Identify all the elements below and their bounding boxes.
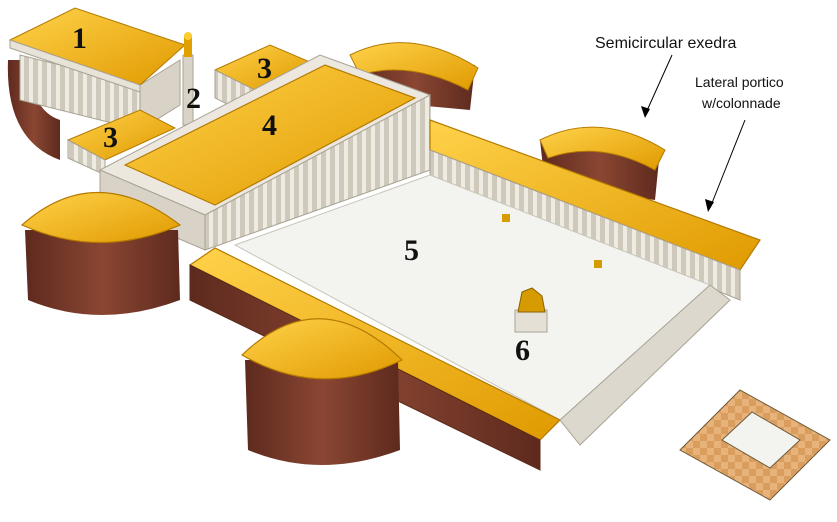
label-library-right: 3 — [257, 52, 272, 85]
label-temple: 1 — [72, 22, 87, 55]
annotation-arrow-exedra — [641, 54, 673, 118]
exedra-left — [20, 191, 182, 315]
annotation-portico-line1: Lateral portico — [695, 74, 784, 90]
label-forum-plaza: 5 — [404, 234, 419, 267]
lateral-portico-right — [429, 119, 761, 301]
entrance-courtyard — [559, 284, 831, 501]
label-library-left: 3 — [103, 121, 118, 154]
annotation-exedra: Semicircular exedra — [595, 35, 736, 52]
basilica — [98, 54, 432, 251]
honorary-column — [182, 32, 194, 126]
annotation-portico-line2: w/colonnade — [701, 95, 781, 111]
label-equestrian-statue: 6 — [515, 334, 530, 367]
temple — [7, 7, 186, 160]
small-statues — [502, 214, 602, 268]
label-basilica: 4 — [262, 109, 277, 142]
equestrian-statue — [514, 287, 548, 333]
exedra-front — [241, 318, 404, 465]
label-column: 2 — [186, 82, 201, 115]
annotation-arrow-portico — [705, 119, 746, 212]
